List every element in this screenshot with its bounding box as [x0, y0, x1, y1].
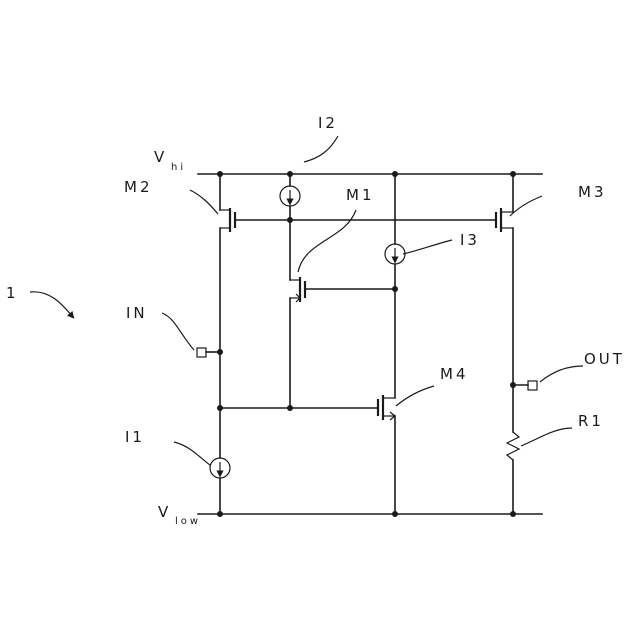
i1-label: I1 — [125, 428, 145, 446]
in-terminal — [197, 348, 206, 357]
out-terminal — [528, 381, 537, 390]
i2-label: I2 — [318, 114, 338, 132]
out-label: OUT — [584, 350, 625, 368]
r1-label: R1 — [578, 412, 604, 430]
r1-resistor — [507, 432, 519, 460]
in-label: IN — [126, 304, 148, 322]
i3-branch — [378, 174, 405, 514]
left-branch — [210, 174, 235, 514]
i2-branch — [280, 174, 305, 408]
m4-label: M4 — [440, 365, 469, 383]
m1-label: M1 — [346, 186, 375, 204]
right-branch — [496, 174, 519, 514]
fig-ref-label: 1 — [6, 284, 19, 302]
leader-lines — [30, 136, 583, 465]
m2-label: M2 — [124, 178, 153, 196]
junction-dots — [217, 171, 516, 517]
m3-label: M3 — [578, 183, 607, 201]
vlow-label: V — [158, 503, 171, 521]
vhi-sub-label: hi — [171, 162, 186, 173]
vlow-sub-label: low — [175, 516, 201, 527]
vhi-label: V — [154, 148, 167, 166]
i3-label: I3 — [460, 231, 480, 249]
